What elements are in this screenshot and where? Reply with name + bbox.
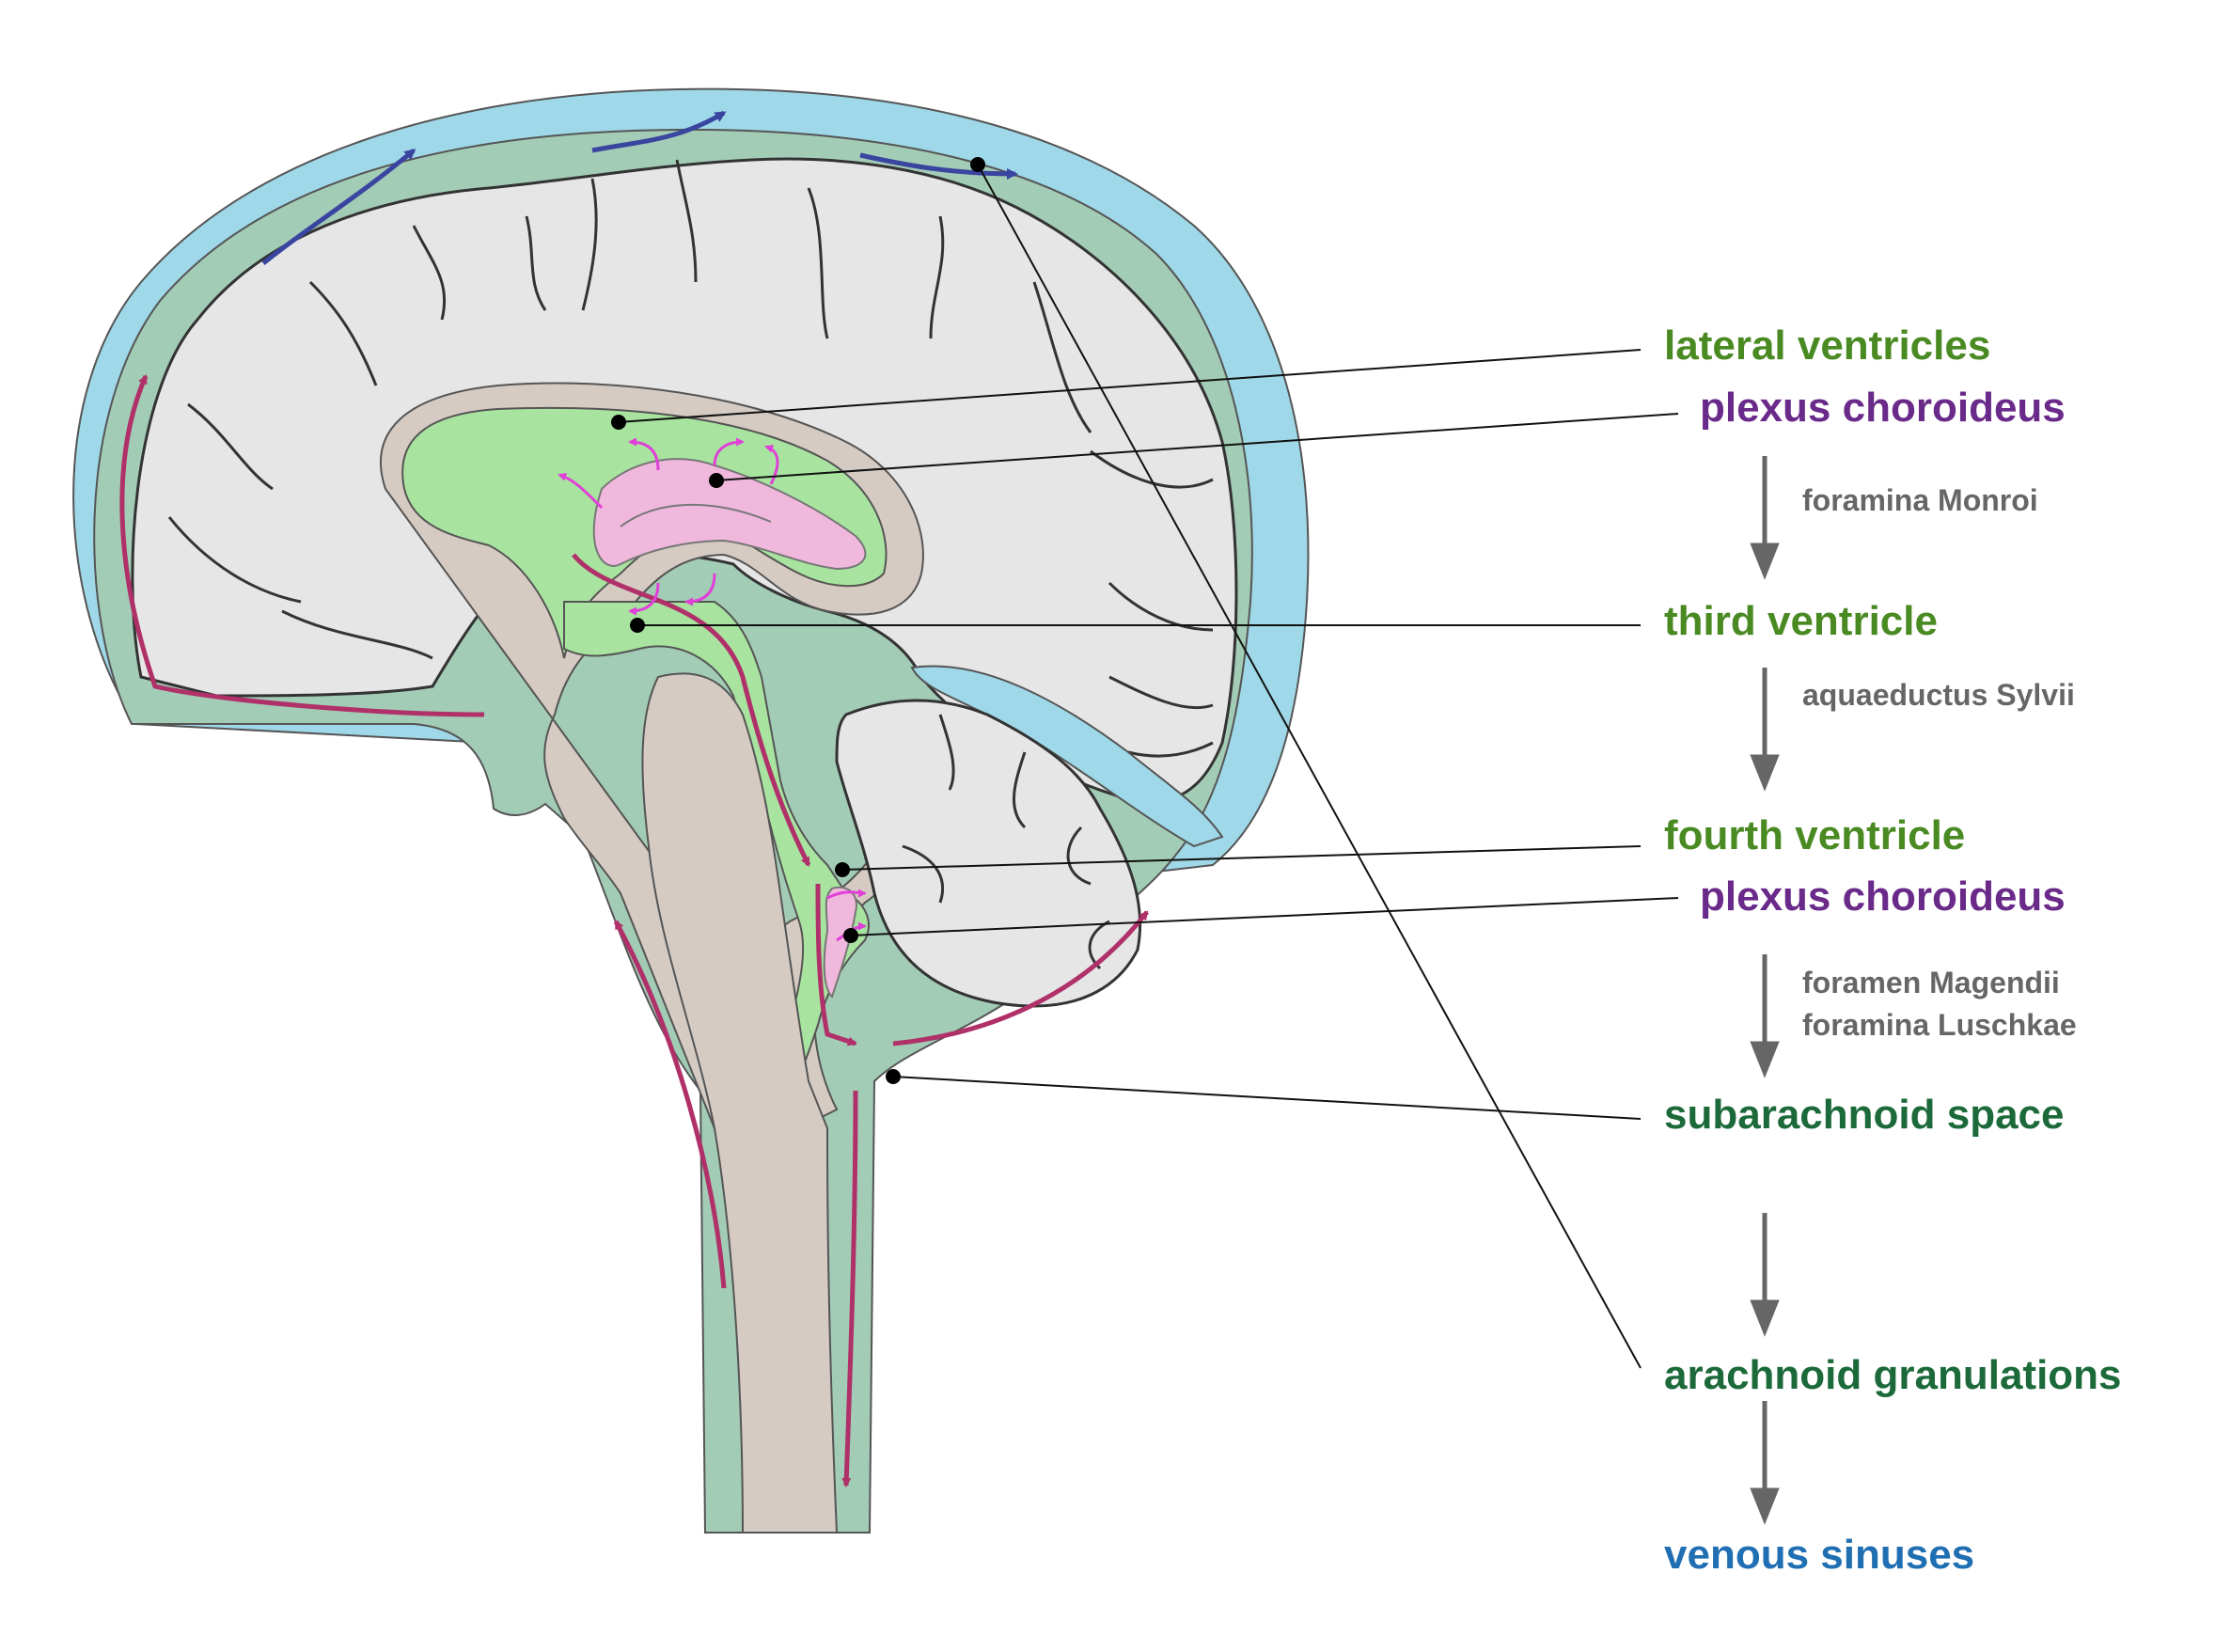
venous-arrow-2	[591, 110, 727, 153]
down-arrow-icon	[1750, 754, 1780, 792]
label-third-ventricle: third ventricle	[1664, 598, 1938, 644]
label-subarachnoid-space: subarachnoid space	[1664, 1092, 2064, 1138]
dot-plexus-choroideus-2	[843, 928, 858, 943]
plexus-flow-arrows	[558, 437, 867, 942]
brainstem	[641, 672, 839, 1534]
dot-plexus-choroideus-1	[709, 473, 724, 488]
cerebellum	[835, 699, 1142, 1008]
label-plexus-choroideus-1: plexus choroideus	[1700, 385, 2066, 431]
down-arrow-icon	[1750, 543, 1780, 580]
dot-fourth-ventricle	[835, 862, 850, 877]
venous-arrow-3	[859, 152, 1018, 180]
dot-lateral-ventricles	[611, 415, 626, 430]
label-foramina-monroi: foramina Monroi	[1802, 483, 2038, 517]
csf-arrow-fourth-out	[815, 883, 857, 1046]
csf-arrow-frontal	[119, 374, 485, 717]
label-foramen-magendii: foramen Magendii	[1802, 966, 2060, 999]
leader-lateral-ventricles	[618, 349, 1642, 423]
label-arachnoid-granulations: arachnoid granulations	[1664, 1352, 2122, 1398]
label-fourth-ventricle: fourth ventricle	[1664, 812, 1965, 858]
dot-arachnoid-granulations	[970, 157, 985, 172]
down-arrow-icon	[1750, 1487, 1780, 1525]
gyri-lines	[167, 159, 1214, 758]
csf-arrow-spinal-anterior	[613, 920, 727, 1289]
leader-lines	[618, 164, 1679, 1369]
csf-arrow-third-to-fourth	[572, 553, 811, 867]
flow-sequence-arrows	[1750, 456, 1780, 1525]
csf-arrow-cerebellar	[892, 910, 1149, 1046]
dot-third-ventricle	[630, 618, 645, 633]
csf-arrow-spinal-posterior	[841, 1090, 858, 1487]
plexus-fold-line	[620, 503, 772, 527]
label-lateral-ventricles: lateral ventricles	[1664, 323, 1990, 369]
label-foramina-luschkae: foramina Luschkae	[1802, 1008, 2077, 1042]
down-arrow-icon	[1750, 1299, 1780, 1337]
csf-flow-arrows	[119, 374, 1149, 1487]
leader-arachnoid-granulations	[977, 164, 1642, 1369]
venous-arrow-1	[261, 149, 416, 265]
label-venous-sinuses: venous sinuses	[1664, 1532, 1974, 1578]
label-aquaeductus-sylvii: aquaeductus Sylvii	[1802, 678, 2075, 712]
leader-plexus-choroideus-1	[715, 413, 1679, 481]
pointer-dots	[611, 157, 985, 1084]
leader-fourth-ventricle	[841, 845, 1642, 871]
plexus-choroideus-fourth-region	[823, 886, 857, 999]
leader-plexus-choroideus-2	[850, 897, 1679, 936]
down-arrow-icon	[1750, 1041, 1780, 1078]
dot-subarachnoid-space	[886, 1069, 901, 1084]
venous-flow-arrows	[261, 110, 1018, 265]
leader-subarachnoid-space	[892, 1076, 1642, 1120]
label-plexus-choroideus-2: plexus choroideus	[1700, 873, 2066, 920]
